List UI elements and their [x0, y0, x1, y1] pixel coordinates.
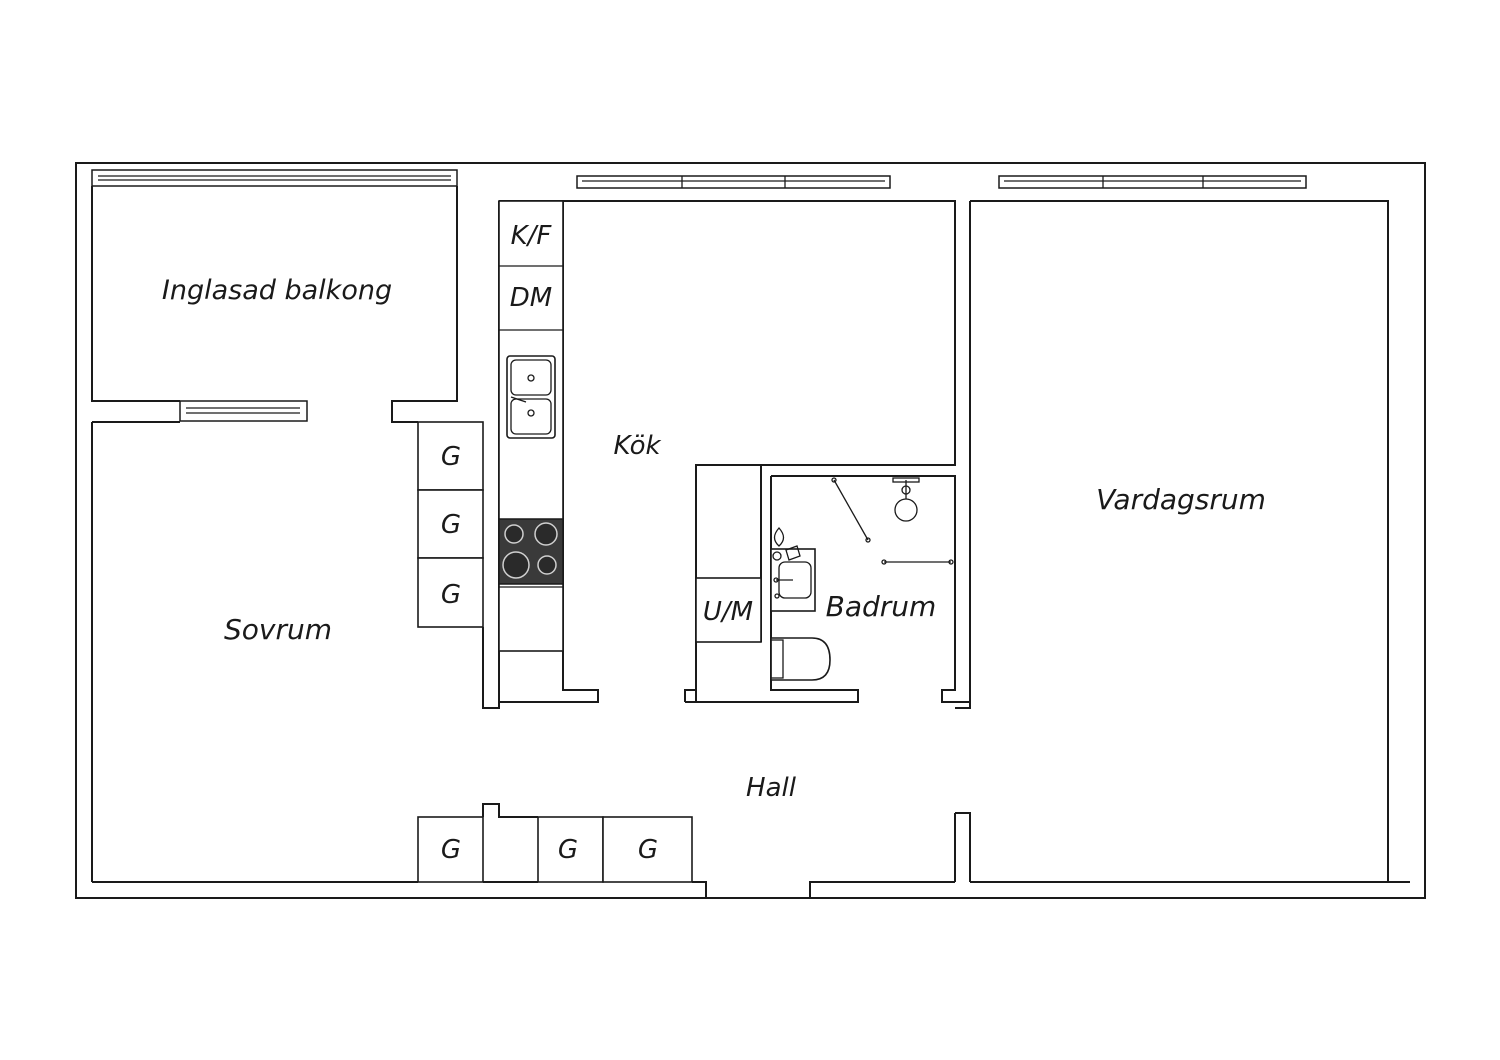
window-balcony — [91, 169, 458, 187]
outer-walls — [75, 162, 1426, 899]
laundry-cupboard — [695, 465, 762, 702]
window-living-room — [998, 175, 1307, 189]
balcony-walls — [91, 186, 458, 423]
bedroom-wardrobes — [417, 201, 500, 709]
fixture-label-wardrobe: G — [558, 835, 578, 865]
room-label-kitchen: Kök — [613, 431, 661, 461]
toilet — [770, 637, 831, 681]
bathroom-walls — [685, 475, 970, 703]
sink — [506, 355, 556, 439]
fixture-label-dishwasher: DM — [510, 283, 552, 313]
room-label-balcony: Inglasad balkong — [162, 275, 392, 306]
room-label-hall: Hall — [746, 773, 797, 803]
fixture-label-wardrobe: G — [441, 510, 461, 540]
hall-wardrobes — [417, 803, 693, 883]
fixture-label-fridge-freezer: K/F — [511, 221, 553, 251]
fixture-label-washer-dryer: U/M — [703, 597, 753, 627]
living-room-walls — [954, 200, 1389, 882]
fixture-label-wardrobe: G — [638, 835, 658, 865]
room-label-living-room: Vardagsrum — [1096, 483, 1266, 516]
bedroom-walls — [91, 421, 180, 882]
fixture-label-wardrobe: G — [441, 580, 461, 610]
shower — [831, 477, 954, 565]
fixture-label-wardrobe: G — [441, 442, 461, 472]
room-label-bedroom: Sovrum — [224, 613, 332, 646]
room-label-bathroom: Badrum — [826, 590, 937, 623]
window-kitchen — [576, 175, 891, 189]
washbasin — [770, 527, 816, 612]
fixture-label-wardrobe: G — [441, 835, 461, 865]
stove — [498, 518, 564, 585]
